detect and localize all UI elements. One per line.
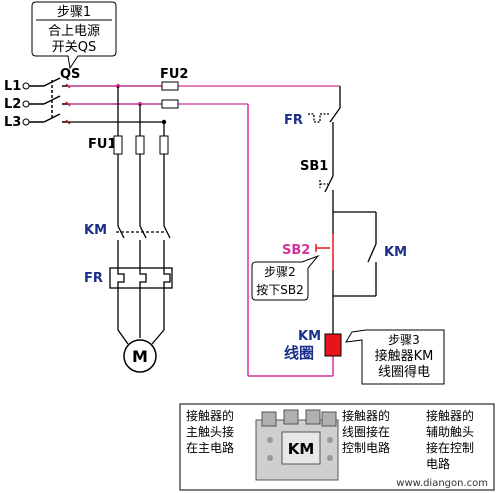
- info-aux-2: 辅助触头: [426, 425, 474, 439]
- step3-title: 步骤3: [388, 333, 420, 347]
- info-coil-2: 线圈接在: [342, 424, 390, 439]
- sb1-stop-button: [319, 158, 334, 194]
- km-coil: [324, 333, 342, 357]
- sb2-label: SB2: [282, 243, 310, 258]
- fu2-fuse-a: [161, 81, 179, 91]
- km-aux-contact: [367, 236, 377, 270]
- line-label-l2: L2: [4, 97, 21, 112]
- coil-text: 线圈: [284, 344, 314, 362]
- km-aux-label: KM: [384, 245, 407, 260]
- step1-line2: 开关QS: [52, 40, 97, 55]
- motor-label: M: [132, 347, 148, 366]
- fr-nc-contact: [308, 107, 341, 126]
- step1-callout: 步骤1 合上电源 开关QS: [31, 1, 117, 70]
- fu1-label: FU1: [88, 137, 116, 152]
- watermark: www.diangon.com: [396, 478, 488, 489]
- info-aux-1: 接触器的: [426, 408, 474, 423]
- info-coil-3: 控制电路: [342, 440, 390, 455]
- info-aux-4: 电路: [426, 456, 450, 471]
- info-main-2: 主触头接: [186, 424, 234, 439]
- info-aux-3: 接在控制: [426, 440, 474, 455]
- terminal-l1: [22, 82, 30, 90]
- step1-title: 步骤1: [57, 5, 91, 20]
- km-main-label: KM: [84, 223, 107, 238]
- fu1-fuses: [113, 135, 169, 155]
- terminal-l3: [22, 118, 30, 126]
- fr-main-label: FR: [84, 271, 103, 286]
- info-main-1: 接触器的: [186, 408, 234, 423]
- motor: [123, 339, 157, 373]
- sb2-start-button: [315, 234, 334, 270]
- fr-ctrl-label: FR: [284, 113, 303, 128]
- fu2-label: FU2: [160, 67, 188, 82]
- step3-line1: 接触器KM: [375, 348, 434, 364]
- info-main-3: 在主电路: [186, 440, 234, 455]
- step2-title: 步骤2: [264, 265, 296, 279]
- sb1-label: SB1: [300, 159, 328, 174]
- device-km-label: KM: [288, 440, 315, 458]
- step1-line1: 合上电源: [48, 24, 100, 39]
- info-coil-1: 接触器的: [342, 408, 390, 423]
- info-box: 接触器的 主触头接 在主电路 KM 接触器的 线圈接在 控制电路 接触器的 辅助…: [179, 403, 495, 491]
- step2-callout: 步骤2 按下SB2: [251, 254, 320, 301]
- terminal-l2: [22, 100, 30, 108]
- line-label-l1: L1: [4, 79, 21, 94]
- qs-label: QS: [60, 67, 80, 82]
- step3-callout: 步骤3 接触器KM 线圈得电: [345, 329, 445, 385]
- step3-line2: 线圈得电: [378, 364, 430, 380]
- fu2-fuse-b: [161, 99, 179, 109]
- main-circuit-wires: [117, 86, 165, 136]
- contactor-device-image: KM: [255, 409, 339, 481]
- control-wires: [247, 104, 334, 377]
- line-label-l3: L3: [4, 115, 21, 130]
- km-main-contacts: [116, 220, 171, 268]
- fr-thermal-element: [109, 267, 173, 289]
- km-coil-label: KM: [298, 329, 321, 344]
- qs-switch: [29, 77, 71, 125]
- step2-line1: 按下SB2: [256, 283, 304, 297]
